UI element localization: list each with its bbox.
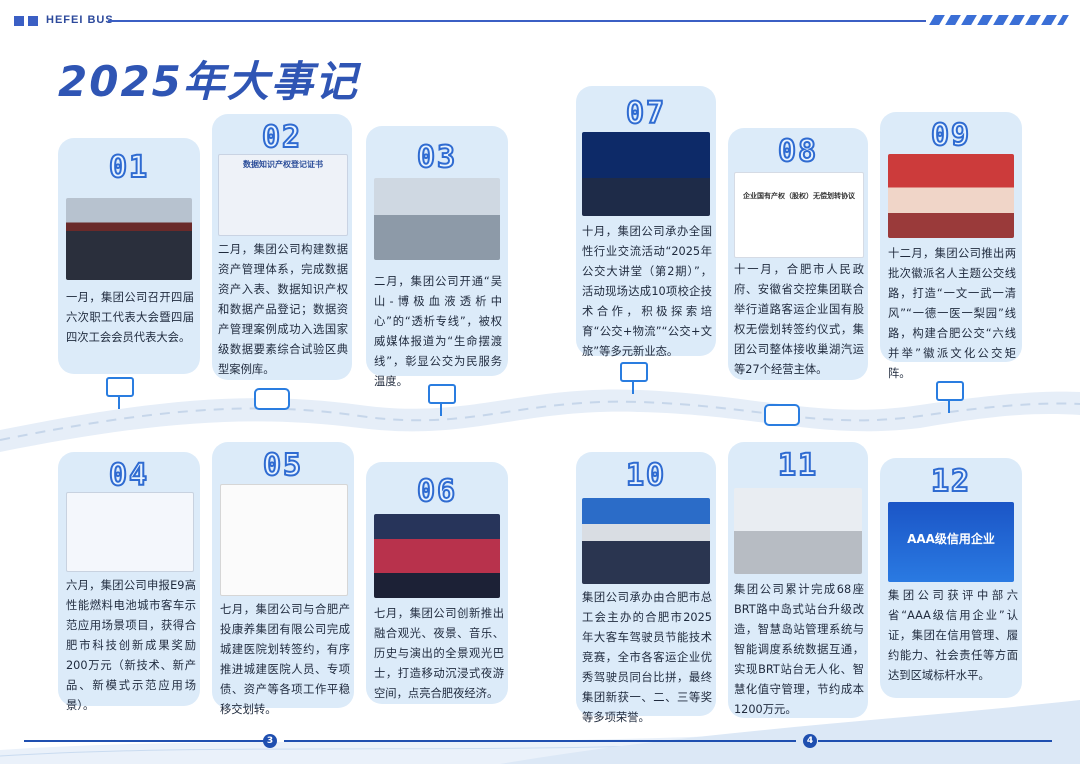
header-stripe bbox=[961, 15, 977, 25]
header-stripe bbox=[1025, 15, 1041, 25]
event-photo bbox=[734, 488, 862, 574]
event-card: 08 企业国有产权（股权）无偿划转协议 十一月，合肥市人民政府、安徽省交控集团联… bbox=[728, 128, 868, 380]
event-photo bbox=[220, 484, 348, 596]
photo-caption: 数据知识产权登记证书 bbox=[243, 160, 323, 169]
photo-caption: AAA级信用企业 bbox=[907, 532, 995, 546]
event-photo: 数据知识产权登记证书 bbox=[218, 154, 348, 236]
event-card: 07 十月，集团公司承办全国性行业交流活动“2025年公交大讲堂（第2期）”，活… bbox=[576, 86, 716, 358]
event-number: 06 bbox=[416, 473, 458, 510]
event-photo bbox=[888, 154, 1014, 238]
event-card: 12 AAA级信用企业 集团公司获评中部六省“AAA级信用企业”认证，集团在信用… bbox=[880, 458, 1022, 698]
event-number: 10 bbox=[625, 457, 667, 494]
footer-rule bbox=[284, 740, 796, 742]
sign-pole bbox=[948, 399, 950, 413]
header-stripe bbox=[945, 15, 961, 25]
bus-stop-sign-icon bbox=[428, 384, 456, 404]
event-text: 十二月，集团公司推出两批次徽派名人主题公交线路，打造“一文一武一清风”“一德一医… bbox=[888, 247, 1016, 380]
brand-name: HEFEI BUS bbox=[46, 14, 114, 26]
footer-wave bbox=[0, 700, 1080, 764]
event-photo bbox=[374, 514, 500, 598]
event-photo bbox=[66, 492, 194, 572]
event-card: 05 七月，集团公司与合肥产投康养集团有限公司完成城建医院划转签约，有序推进城建… bbox=[212, 442, 354, 716]
event-card: 01 一月，集团公司召开四届六次职工代表大会暨四届四次工会会员代表大会。 bbox=[58, 138, 200, 374]
sign-pole bbox=[632, 380, 634, 394]
event-number: 04 bbox=[108, 457, 150, 494]
footer-rule bbox=[24, 740, 270, 742]
event-number: 01 bbox=[108, 149, 150, 186]
event-text: 集团公司获评中部六省“AAA级信用企业”认证，集团在信用管理、履约能力、社会责任… bbox=[888, 589, 1018, 682]
event-number: 11 bbox=[777, 447, 819, 484]
event-number: 02 bbox=[261, 119, 303, 156]
event-text: 七月，集团公司创新推出融合观光、夜景、音乐、历史与演出的全景观光巴士，打造移动沉… bbox=[374, 607, 504, 700]
event-card: 03 二月，集团公司开通“吴山-博极血液透析中心”的“透析专线”，被权威媒体报道… bbox=[366, 126, 508, 388]
header-rule bbox=[108, 20, 926, 22]
event-card: 04 六月，集团公司申报E9高性能燃料电池城市客车示范应用场景项目，获得合肥市科… bbox=[58, 452, 200, 712]
bus-stop-sign-icon bbox=[106, 377, 134, 397]
sign-pole bbox=[118, 395, 120, 409]
event-number: 09 bbox=[930, 117, 972, 154]
event-text: 二月，集团公司构建数据资产管理体系，完成数据资产入表、数据知识产权和数据产品登记… bbox=[218, 243, 348, 376]
event-text: 集团公司累计完成68座BRT路中岛式站台升级改造，智慧岛站管理系统与智能调度系统… bbox=[734, 583, 864, 716]
event-photo bbox=[66, 198, 192, 280]
header-stripe bbox=[977, 15, 993, 25]
event-photo bbox=[582, 132, 710, 216]
sign-pole bbox=[440, 402, 442, 416]
bus-stop-sign-icon bbox=[936, 381, 964, 401]
page-number-left: 3 bbox=[263, 734, 277, 748]
event-number: 07 bbox=[625, 95, 667, 132]
header-stripe bbox=[1009, 15, 1025, 25]
header-stripe bbox=[1057, 15, 1069, 25]
header-stripe bbox=[929, 15, 945, 25]
bus-stop-sign-icon bbox=[620, 362, 648, 382]
event-number: 03 bbox=[416, 139, 458, 176]
event-text: 七月，集团公司与合肥产投康养集团有限公司完成城建医院划转签约，有序推进城建医院人… bbox=[220, 603, 350, 716]
event-text: 十一月，合肥市人民政府、安徽省交控集团联合举行道路客运企业国有股权无偿划转签约仪… bbox=[734, 263, 864, 376]
event-card: 06 七月，集团公司创新推出融合观光、夜景、音乐、历史与演出的全景观光巴士，打造… bbox=[366, 462, 508, 704]
event-photo: 企业国有产权（股权）无偿划转协议 bbox=[734, 172, 864, 258]
event-text: 二月，集团公司开通“吴山-博极血液透析中心”的“透析专线”，被权威媒体报道为“生… bbox=[374, 275, 502, 388]
event-text: 六月，集团公司申报E9高性能燃料电池城市客车示范应用场景项目，获得合肥市科技创新… bbox=[66, 579, 196, 712]
header-stripe bbox=[993, 15, 1009, 25]
page-number-right: 4 bbox=[803, 734, 817, 748]
event-card: 10 集团公司承办由合肥市总工会主办的合肥市2025年大客车驾驶员节能技术竞赛，… bbox=[576, 452, 716, 724]
footer-rule bbox=[818, 740, 1052, 742]
event-photo bbox=[582, 498, 710, 584]
bus-icon bbox=[254, 388, 290, 410]
event-number: 08 bbox=[777, 133, 819, 170]
header-stripe bbox=[1041, 15, 1057, 25]
header-square bbox=[28, 16, 38, 26]
event-number: 05 bbox=[262, 447, 304, 484]
event-text: 一月，集团公司召开四届六次职工代表大会暨四届四次工会会员代表大会。 bbox=[66, 291, 194, 344]
event-card: 11 集团公司累计完成68座BRT路中岛式站台升级改造，智慧岛站管理系统与智能调… bbox=[728, 442, 868, 718]
photo-caption: 企业国有产权（股权）无偿划转协议 bbox=[743, 192, 855, 200]
header-square bbox=[14, 16, 24, 26]
event-photo: AAA级信用企业 bbox=[888, 502, 1014, 582]
event-number: 12 bbox=[930, 463, 972, 500]
event-card: 09 十二月，集团公司推出两批次徽派名人主题公交线路，打造“一文一武一清风”“一… bbox=[880, 112, 1022, 380]
event-text: 十月，集团公司承办全国性行业交流活动“2025年公交大讲堂（第2期）”，活动现场… bbox=[582, 225, 712, 358]
event-photo bbox=[374, 178, 500, 260]
event-text: 集团公司承办由合肥市总工会主办的合肥市2025年大客车驾驶员节能技术竞赛，全市各… bbox=[582, 591, 712, 724]
bus-icon bbox=[764, 404, 800, 426]
event-card: 02 数据知识产权登记证书 二月，集团公司构建数据资产管理体系，完成数据资产入表… bbox=[212, 114, 352, 380]
page-title: 2025年大事记 bbox=[58, 57, 359, 106]
